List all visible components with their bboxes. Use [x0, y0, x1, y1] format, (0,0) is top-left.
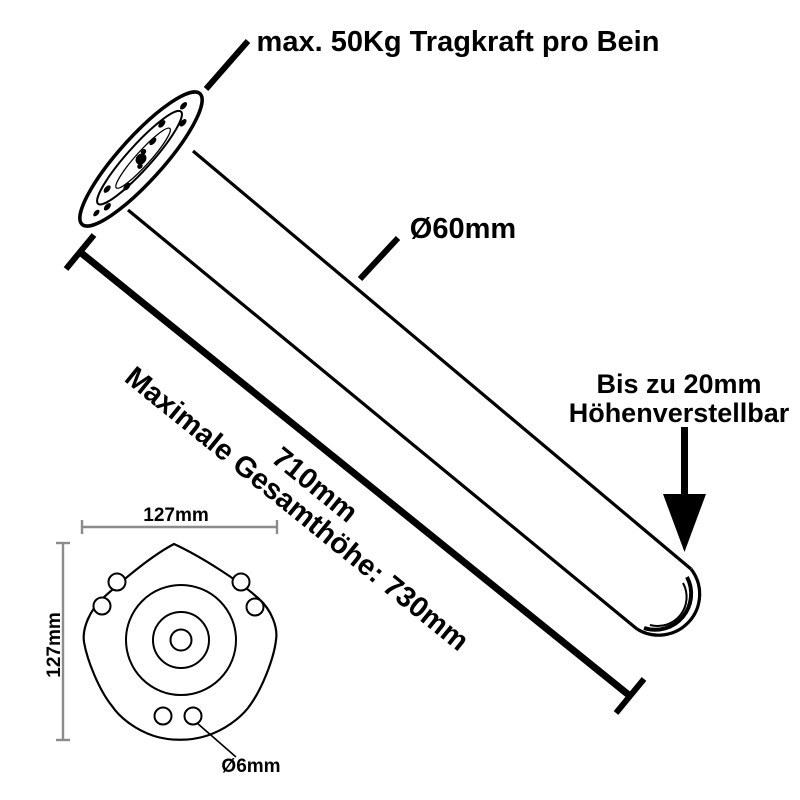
- screw-hole: [231, 572, 251, 592]
- screw-hole: [183, 706, 203, 726]
- screw-hole: [92, 596, 112, 616]
- leg-tube-top-edge: [191, 149, 693, 571]
- height-adjust-label-line1: Bis zu 20mm: [596, 369, 761, 399]
- leg-tube-end-cap: [636, 568, 702, 637]
- width-dimension: 127mm: [80, 505, 279, 534]
- height-adjust-label-line2: Höhenverstellbar: [569, 398, 790, 428]
- plate-inner-ring-2: [115, 127, 171, 189]
- plate-center-blob: [137, 163, 143, 169]
- plate-hole-mark: [158, 120, 166, 128]
- plate-hole-marks: [93, 102, 188, 217]
- plate-inner-ring: [96, 109, 183, 206]
- adjustable-foot-arc-outer: [643, 576, 694, 632]
- plate-hole-mark: [103, 185, 111, 193]
- diameter-label: Ø60mm: [410, 213, 516, 245]
- screw-holes: [92, 572, 265, 726]
- hole-diameter-label: Ø6mm: [221, 756, 280, 777]
- plate-hole-mark: [103, 203, 111, 211]
- plate-hole-mark: [123, 182, 131, 191]
- plate-hole-mark: [179, 119, 187, 127]
- screw-hole: [245, 597, 265, 617]
- plate-circle-outer: [125, 584, 237, 696]
- plate-center-blob: [135, 153, 147, 165]
- down-arrow-head: [663, 494, 706, 552]
- height-dimension: 127mm: [44, 541, 70, 742]
- adjustable-foot-arc-inner: [649, 582, 688, 628]
- height-label: 127mm: [44, 612, 65, 678]
- plate-hole-mark: [179, 102, 188, 110]
- length-dimension-tick-bottom: [613, 677, 647, 715]
- capacity-label: max. 50Kg Tragkraft pro Bein: [257, 26, 660, 58]
- hole-diameter-leader: [196, 722, 237, 758]
- plate-center-detail: [135, 149, 147, 169]
- plate-circle-middle: [152, 611, 210, 669]
- width-label: 127mm: [143, 505, 209, 526]
- length-dimension-tick-top: [63, 233, 97, 271]
- screw-hole: [153, 706, 173, 726]
- screw-hole: [107, 572, 127, 592]
- mounting-plate-top-view: 127mm 127mm Ø6mm: [44, 505, 281, 777]
- plate-center-blob: [140, 149, 147, 155]
- down-arrow: [663, 427, 706, 552]
- plate-hole-mark: [149, 137, 157, 146]
- mounting-plate-side-view: [78, 90, 204, 228]
- plate-hole-mark: [93, 209, 100, 217]
- length-dimension-line: [77, 249, 633, 699]
- diameter-leader-line: [357, 235, 401, 282]
- leg-tube-bottom-edge: [126, 208, 639, 631]
- capacity-leader-line: [203, 39, 251, 91]
- plate-center-hole: [169, 628, 193, 652]
